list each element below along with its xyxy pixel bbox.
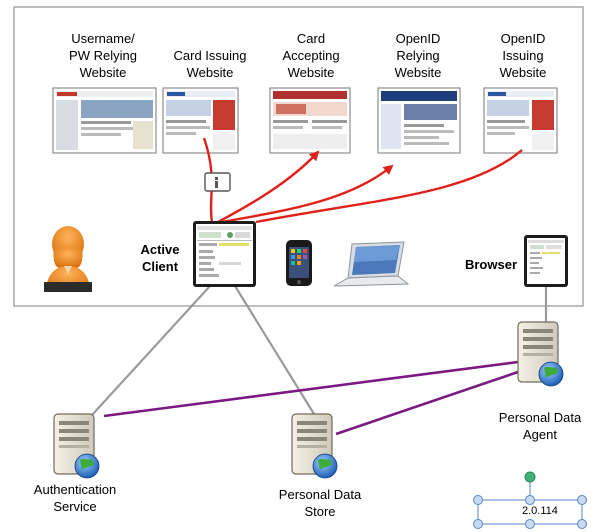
personal-data-agent-label: Personal Data Agent	[498, 410, 582, 442]
browser-label: Browser	[464, 257, 518, 272]
thumb-card-accepting	[269, 87, 351, 154]
label-username-pw-website: Username/ PW Relying Website	[53, 30, 153, 81]
gray-connections	[91, 285, 548, 416]
thumb-openid-relying	[377, 87, 461, 154]
server-icon	[53, 413, 100, 479]
selection-text[interactable]: 2.0.114	[522, 505, 558, 517]
label-text: OpenID Issuing Website	[499, 31, 547, 80]
arrow-to-card-accepting	[217, 150, 320, 224]
label-openid-relying-website: OpenID Relying Website	[368, 30, 468, 81]
laptop-icon	[333, 241, 410, 287]
selection-box[interactable]	[473, 471, 587, 529]
server-icon	[291, 413, 338, 479]
active-client-device	[193, 221, 256, 287]
resize-handle[interactable]	[473, 495, 483, 505]
thumb-username-pw	[52, 87, 157, 154]
browser-device	[524, 235, 568, 287]
resize-handle[interactable]	[577, 495, 587, 505]
link-client-auth	[91, 285, 211, 416]
arrow-to-openid-relying	[221, 164, 394, 224]
arrow-from-openid-issuing	[255, 149, 523, 224]
link-auth-agent	[103, 360, 519, 418]
label-openid-issuing-website: OpenID Issuing Website	[473, 30, 573, 81]
label-card-accepting-website: Card Accepting Website	[261, 30, 361, 81]
person-icon	[44, 226, 92, 292]
active-client-label: Active Client	[140, 242, 180, 274]
label-card-issuing-website: Card Issuing Website	[160, 47, 260, 81]
personal-data-store-label: Personal Data Store	[278, 487, 362, 519]
resize-handle[interactable]	[525, 519, 535, 529]
resize-handle[interactable]	[577, 519, 587, 529]
server-icon	[517, 321, 564, 387]
authentication-service-label: Authentication Service	[33, 482, 117, 514]
label-text: Card Accepting Website	[282, 31, 340, 80]
resize-handle[interactable]	[473, 519, 483, 529]
purple-connections	[103, 360, 519, 436]
smartphone-icon	[286, 240, 312, 286]
link-client-store	[234, 285, 315, 415]
label-text: OpenID Relying Website	[394, 31, 442, 80]
thumb-openid-issuing	[483, 87, 558, 154]
link-store-agent	[335, 370, 519, 436]
website-thumbnails	[52, 87, 558, 154]
resize-handle[interactable]	[525, 495, 535, 505]
info-icon	[204, 172, 231, 192]
label-text: Card Issuing Website	[173, 48, 247, 80]
label-text: Username/ PW Relying Website	[69, 31, 137, 80]
rotate-handle[interactable]	[524, 471, 536, 483]
thumb-card-issuing	[162, 87, 239, 154]
